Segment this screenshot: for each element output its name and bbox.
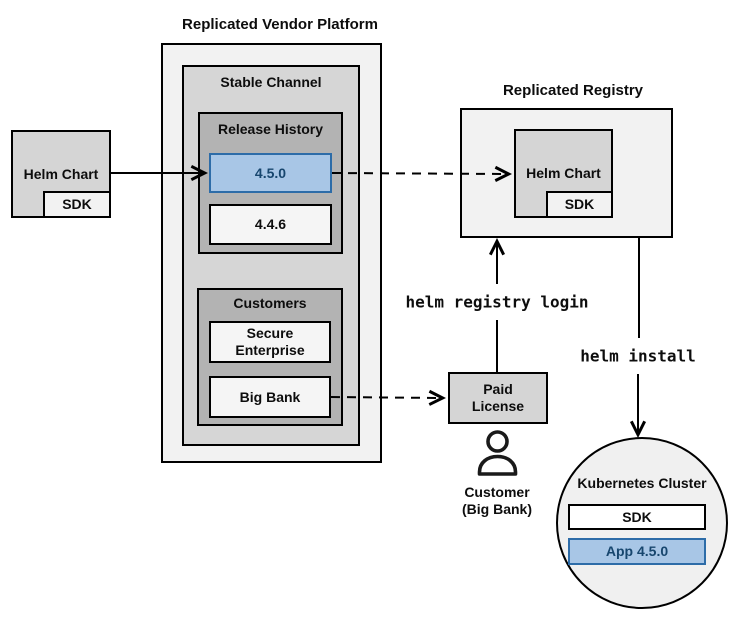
source-sdk-box: SDK	[43, 191, 111, 218]
cluster-app-box: App 4.5.0	[568, 538, 706, 565]
paid-license-box: Paid License	[448, 372, 548, 424]
customer-actor-line: Customer	[464, 484, 530, 500]
helm-install-command: helm install	[577, 345, 699, 367]
registry-title: Replicated Registry	[502, 82, 644, 99]
paid-license-line: License	[471, 398, 525, 414]
release-item-4-4-6: 4.4.6	[209, 204, 332, 245]
customer-line: Enterprise	[235, 342, 305, 358]
person-icon	[477, 430, 518, 476]
cluster-sdk-box: SDK	[568, 504, 706, 530]
customer-item-secure-enterprise: Secure Enterprise	[209, 321, 331, 363]
customer-actor-line: (Big Bank)	[462, 501, 532, 517]
vendor-platform-title: Replicated Vendor Platform	[182, 16, 378, 33]
helm-registry-login-command: helm registry login	[402, 291, 592, 313]
registry-sdk-box: SDK	[546, 191, 613, 218]
kubernetes-cluster-title: Kubernetes Cluster	[577, 475, 707, 491]
customers-label: Customers	[233, 295, 307, 311]
release-history-label: Release History	[217, 121, 324, 137]
customer-line: Secure	[246, 325, 294, 341]
paid-license-line: Paid	[483, 381, 513, 397]
release-item-4-5-0: 4.5.0	[209, 153, 332, 193]
customer-actor-label: Customer (Big Bank)	[437, 484, 557, 518]
customer-item-big-bank: Big Bank	[209, 376, 331, 418]
stable-channel-label: Stable Channel	[220, 74, 322, 90]
